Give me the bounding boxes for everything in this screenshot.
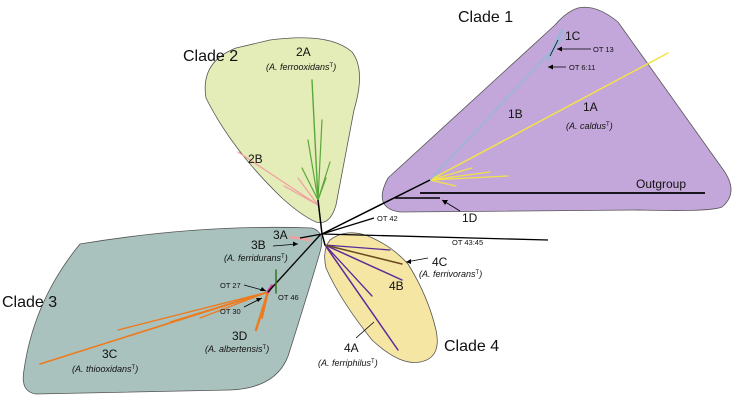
branch-3c-3: [169, 291, 269, 323]
pointer-arrows: [243, 39, 591, 339]
branch-3c-4: [199, 291, 269, 319]
ot4345-label: OT 43:45: [452, 238, 483, 247]
clade-2-branches: [237, 79, 331, 206]
branch-4b: [324, 244, 391, 251]
tree-backbone: [299, 179, 549, 246]
branch-2a-4: [317, 119, 323, 201]
subclade-3d-label: 3D: [232, 329, 248, 343]
subclade-3c-label: 3C: [102, 347, 118, 361]
branch-2b-1: [237, 151, 319, 206]
clade-2-title: Clade 2: [183, 48, 238, 65]
arrow-ot30-head: [256, 298, 262, 302]
branch-3a: [288, 235, 312, 242]
subclade-3c-species: (A. thiooxidansT): [72, 364, 138, 374]
branch-2a-6: [317, 177, 327, 201]
branch-4a-2: [324, 244, 403, 281]
branch-1a-fan-2: [429, 167, 473, 181]
outgroup-label: Outgroup: [636, 177, 686, 191]
backbone-to-clade1: [321, 179, 431, 235]
clade-4-region: [324, 232, 438, 363]
branch-1b-2: [429, 39, 563, 181]
subclade-2a-label: 2A: [296, 45, 311, 59]
subclade-4c-species: (A. ferrivoransT): [419, 269, 482, 279]
branch-4a-3: [324, 244, 373, 297]
arrow-ot13-head: [557, 46, 562, 52]
branch-1a-main: [429, 52, 669, 181]
clade-1-title: Clade 1: [458, 9, 513, 26]
ot13-label: OT 13: [593, 45, 614, 54]
subclade-4c-label: 4C: [432, 255, 448, 269]
arrow-1c: [549, 39, 559, 57]
branch-1a-fan-1: [429, 175, 509, 181]
clade-2-region: [204, 37, 360, 224]
subclade-3d-species: (A. albertensisT): [205, 344, 269, 354]
arrow-4c-head: [406, 259, 411, 264]
clade-3-region: [22, 226, 323, 395]
subclade-1d-label: 1D: [462, 211, 478, 225]
branch-3d-2: [261, 291, 269, 319]
branch-2b-2: [283, 185, 319, 206]
subclade-1a-label: 1A: [583, 100, 598, 114]
ot46-label: OT 46: [278, 293, 299, 302]
subclade-4b-label: 4B: [389, 279, 404, 293]
arrow-ot27-head: [260, 287, 266, 291]
branch-4c: [324, 244, 403, 265]
branch-2a-2: [301, 167, 319, 201]
clade-3-title: Clade 3: [2, 294, 57, 311]
subclade-3b-label: 3B: [251, 238, 266, 252]
branch-1a-fan-4: [429, 171, 491, 181]
backbone-ot4345: [321, 233, 549, 241]
subclade-4a-label: 4A: [344, 341, 359, 355]
ot30-label: OT 30: [220, 307, 241, 316]
backbone-to-clade2: [317, 199, 323, 235]
branch-4a-1: [324, 244, 399, 351]
branch-1a-fan-3: [429, 179, 457, 187]
clade-1-region: [381, 6, 732, 213]
subclade-3b-species: (A. ferriduransT): [224, 253, 288, 263]
branch-2a-5: [307, 139, 319, 201]
clade-4-branches: [324, 244, 403, 351]
backbone-to-clade4: [321, 233, 326, 246]
backbone-ot42: [321, 217, 375, 235]
arrow-1d-head: [442, 200, 448, 205]
branch-2b-3: [297, 177, 319, 206]
ot42-label: OT 42: [377, 214, 398, 223]
branch-2a-1: [311, 79, 319, 201]
clade-4-title: Clade 4: [444, 338, 499, 355]
subclade-2b-label: 2B: [248, 152, 263, 166]
subclade-4a-species: (A. ferriphilusT): [318, 358, 378, 368]
subclade-1a-species: (A. caldusT): [566, 121, 613, 131]
arrow-3b-head: [293, 241, 298, 247]
backbone-clade3-link: [299, 233, 323, 239]
subclade-2a-species: (A. ferrooxidansT): [266, 62, 336, 72]
clade-1-branches: [395, 28, 705, 199]
arrow-ot611-head: [548, 64, 553, 70]
subclade-1b-label: 1B: [508, 107, 523, 121]
ot27-label: OT 27: [220, 281, 241, 290]
branch-3c-2: [117, 291, 269, 331]
arrow-4a: [355, 321, 375, 339]
subclade-1c-label: 1C: [565, 29, 581, 43]
subclade-3a-label: 3A: [273, 228, 288, 242]
clade-3-branches: [39, 234, 321, 365]
ot611-label: OT 6:11: [569, 63, 595, 72]
